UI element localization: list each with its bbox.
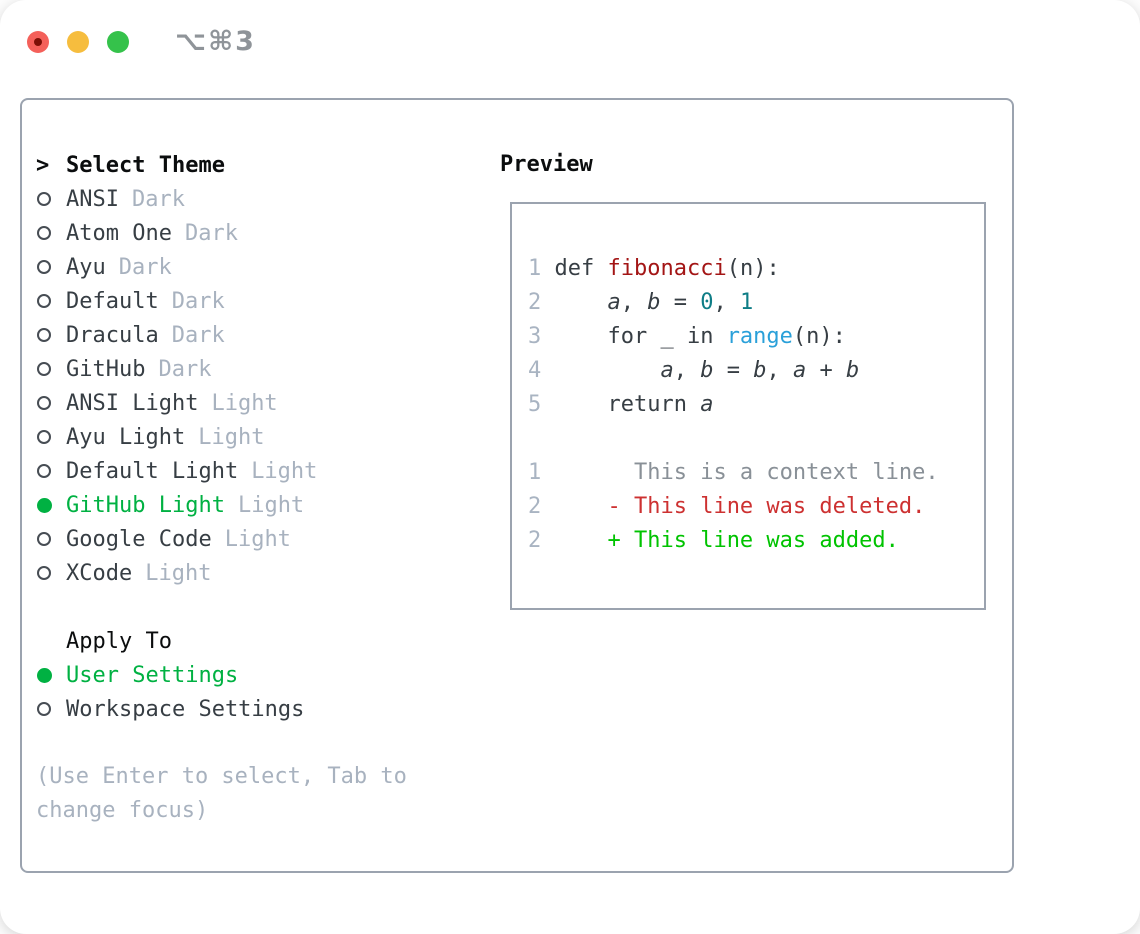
apply-option-label: Workspace Settings — [66, 696, 305, 722]
code-line: 4 a, b = b, a + b — [528, 358, 860, 383]
theme-name: Ayu — [66, 254, 106, 280]
theme-name: GitHub Light — [66, 492, 225, 518]
zoom-button[interactable] — [107, 30, 129, 53]
hint-text: change focus) — [36, 798, 209, 823]
theme-variant-badge: Dark — [171, 322, 225, 348]
radio-icon — [37, 464, 51, 478]
radio-selected-icon — [37, 497, 52, 513]
window-titlebar: ⌥⌘3 — [27, 26, 256, 57]
code-line — [528, 422, 984, 456]
apply-option-label: User Settings — [66, 662, 239, 688]
theme-variant-badge: Light — [211, 390, 278, 416]
theme-name: Default — [66, 288, 159, 314]
theme-variant-badge: Light — [224, 526, 291, 552]
theme-option-ansi-light[interactable]: ANSI Light Light — [36, 386, 407, 420]
theme-name: Ayu Light — [66, 424, 186, 450]
theme-option-xcode[interactable]: XCode Light — [36, 556, 407, 590]
apply-option-user-settings[interactable]: User Settings — [36, 658, 407, 692]
radio-icon — [37, 192, 51, 206]
theme-name: Google Code — [66, 526, 212, 552]
code-line: 5 return a — [528, 392, 714, 417]
theme-name: GitHub — [66, 356, 146, 382]
theme-option-github-light[interactable]: GitHub Light Light — [36, 488, 407, 522]
preview-header: Preview — [500, 152, 593, 177]
radio-selected-icon — [37, 667, 52, 683]
theme-option-atom-one[interactable]: Atom One Dark — [36, 216, 407, 250]
code-line: 1 def fibonacci(n): — [528, 256, 780, 281]
code-line: 3 for _ in range(n): — [528, 324, 846, 349]
theme-option-github[interactable]: GitHub Dark — [36, 352, 407, 386]
theme-name: ANSI — [66, 186, 119, 212]
theme-option-google-code[interactable]: Google Code Light — [36, 522, 407, 556]
theme-variant-badge: Dark — [184, 220, 238, 246]
hint: (Use Enter to select, Tab to change focus… — [36, 760, 407, 828]
theme-option-ansi[interactable]: ANSI Dark — [36, 182, 407, 216]
theme-option-default-light[interactable]: Default Light Light — [36, 454, 407, 488]
radio-icon — [37, 328, 51, 342]
radio-icon — [37, 532, 51, 546]
theme-variant-badge: Light — [145, 560, 212, 586]
radio-icon — [37, 294, 51, 308]
preview-box: 1 def fibonacci(n): 2 a, b = 0, 1 3 for _ … — [510, 202, 986, 610]
theme-option-ayu[interactable]: Ayu Dark — [36, 250, 407, 284]
theme-variant-badge: Light — [251, 458, 318, 484]
theme-name: Atom One — [66, 220, 172, 246]
theme-name: Dracula — [66, 322, 159, 348]
code-line: 1 This is a context line. — [528, 460, 939, 485]
select-theme-header-row: > Select Theme — [36, 148, 407, 182]
theme-variant-badge: Dark — [118, 254, 172, 280]
radio-icon — [37, 430, 51, 444]
select-theme-header: Select Theme — [66, 152, 225, 178]
pointer-icon: > — [36, 152, 50, 178]
theme-variant-badge: Light — [237, 492, 305, 518]
apply-to-header-row: Apply To — [36, 624, 407, 658]
minimize-button[interactable] — [67, 30, 89, 53]
window-title: ⌥⌘3 — [175, 26, 256, 57]
theme-option-dracula[interactable]: Dracula Dark — [36, 318, 407, 352]
theme-option-default[interactable]: Default Dark — [36, 284, 407, 318]
radio-icon — [37, 226, 51, 240]
code-preview: 1 def fibonacci(n): 2 a, b = 0, 1 3 for _ … — [512, 204, 984, 558]
code-line: 2 - This line was deleted. — [528, 494, 926, 519]
code-line: 2 + This line was added. — [528, 528, 899, 553]
radio-icon — [37, 260, 51, 274]
theme-option-ayu-light[interactable]: Ayu Light Light — [36, 420, 407, 454]
theme-name: ANSI Light — [66, 390, 199, 416]
radio-icon — [37, 396, 51, 410]
theme-variant-badge: Dark — [158, 356, 212, 382]
theme-variant-badge: Dark — [131, 186, 185, 212]
theme-variant-badge: Light — [198, 424, 265, 450]
close-button[interactable] — [27, 30, 49, 53]
radio-icon — [37, 566, 51, 580]
apply-option-workspace-settings[interactable]: Workspace Settings — [36, 692, 407, 726]
spacer — [36, 726, 407, 760]
hint-text: (Use Enter to select, Tab to — [36, 764, 407, 789]
radio-icon — [37, 702, 51, 716]
theme-name: XCode — [66, 560, 133, 586]
radio-icon — [37, 362, 51, 376]
code-line: 2 a, b = 0, 1 — [528, 290, 754, 315]
unsaved-dot-icon — [34, 37, 42, 46]
theme-variant-badge: Dark — [171, 288, 225, 314]
apply-to-header: Apply To — [66, 628, 172, 654]
theme-name: Default Light — [66, 458, 239, 484]
spacer — [36, 590, 407, 624]
